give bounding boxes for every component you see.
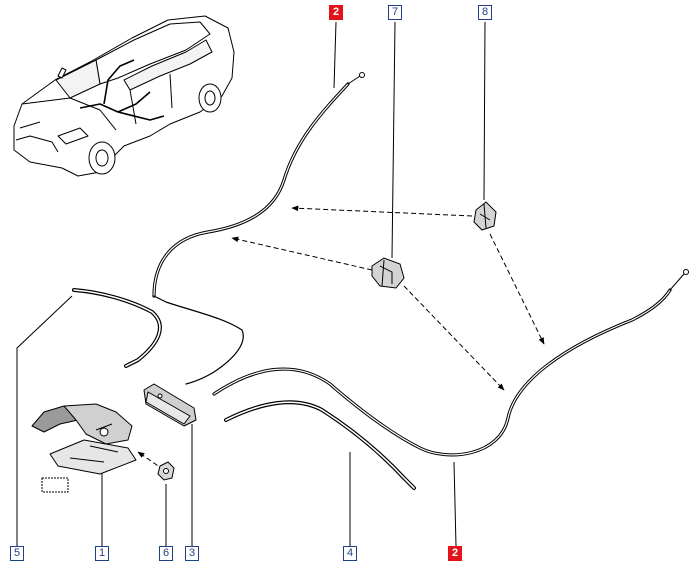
- leader-7: [391, 21, 396, 259]
- cable-5-inner: [73, 289, 161, 367]
- rear-cable-end-eye: [683, 269, 689, 275]
- callout-2-top[interactable]: 2: [329, 5, 343, 20]
- car-front-grille: [15, 121, 59, 153]
- car-front-wheel-hub: [95, 149, 109, 167]
- car-hood-line: [21, 97, 117, 131]
- callout-3[interactable]: 3: [185, 546, 199, 561]
- car-mirror: [57, 67, 67, 79]
- parking-brake-lever: [31, 403, 137, 475]
- clip-7-body: [371, 257, 405, 289]
- cable-4-inner: [225, 401, 415, 489]
- cable-5-outer: [72, 288, 162, 368]
- primary-cable-end-rod: [347, 75, 361, 85]
- rear-cable-end-rod: [669, 273, 685, 291]
- nut-part-6: [157, 461, 175, 481]
- rear-cable-inner: [213, 289, 671, 456]
- car-door-line: [129, 73, 173, 125]
- car-cable-routing: [79, 59, 165, 121]
- lever-base: [49, 439, 137, 475]
- clip-part-7: [371, 257, 405, 289]
- car-roof: [95, 21, 211, 85]
- bracket-part-3: [143, 383, 197, 427]
- pointer-7-to-cable: [231, 236, 373, 271]
- lever-pivot: [99, 427, 109, 437]
- primary-cable-inner: [153, 83, 349, 297]
- callout-4[interactable]: 4: [343, 546, 357, 561]
- leader-2-top: [333, 21, 337, 89]
- car-side-windows: [123, 39, 213, 91]
- car-windshield: [55, 59, 101, 99]
- primary-cable: [152, 72, 365, 385]
- callout-7[interactable]: 7: [388, 5, 402, 20]
- dashed-pointers: [137, 205, 545, 471]
- leader-8: [483, 21, 486, 201]
- bracket-hole: [157, 393, 163, 399]
- nut-hole: [163, 468, 169, 474]
- callout-2-bottom[interactable]: 2: [448, 546, 462, 561]
- pointer-7-to-rear: [403, 285, 505, 391]
- callout-8[interactable]: 8: [478, 5, 492, 20]
- vehicle-locator-car: [13, 15, 235, 177]
- clip-part-8: [473, 201, 497, 231]
- leader-5: [16, 295, 73, 546]
- pointer-8-to-rear: [489, 233, 545, 345]
- cable-part-5: [72, 288, 162, 368]
- rear-cable-outer: [212, 288, 672, 457]
- callout-1[interactable]: 1: [95, 546, 109, 561]
- lever-label-plate: [41, 477, 69, 493]
- car-rear-wheel-hub: [204, 90, 216, 106]
- callout-6[interactable]: 6: [159, 546, 173, 561]
- pointer-8-to-cable: [291, 205, 473, 217]
- clip-7-detail: [379, 259, 393, 287]
- leader-2-bottom: [453, 461, 457, 547]
- pointer-6-to-lever: [137, 451, 165, 471]
- rear-cable: [212, 269, 689, 457]
- primary-cable-end-eye: [359, 72, 365, 78]
- clip-8-detail: [479, 203, 491, 229]
- lever-arm: [63, 403, 133, 445]
- lever-detail: [69, 423, 119, 463]
- callout-5[interactable]: 5: [10, 546, 24, 561]
- callout-leaders: [16, 21, 486, 547]
- cable-4-outer: [224, 400, 416, 490]
- primary-cable-link: [153, 295, 244, 385]
- bracket-face: [145, 391, 191, 425]
- car-headlight: [57, 127, 89, 145]
- cable-part-4: [224, 400, 416, 490]
